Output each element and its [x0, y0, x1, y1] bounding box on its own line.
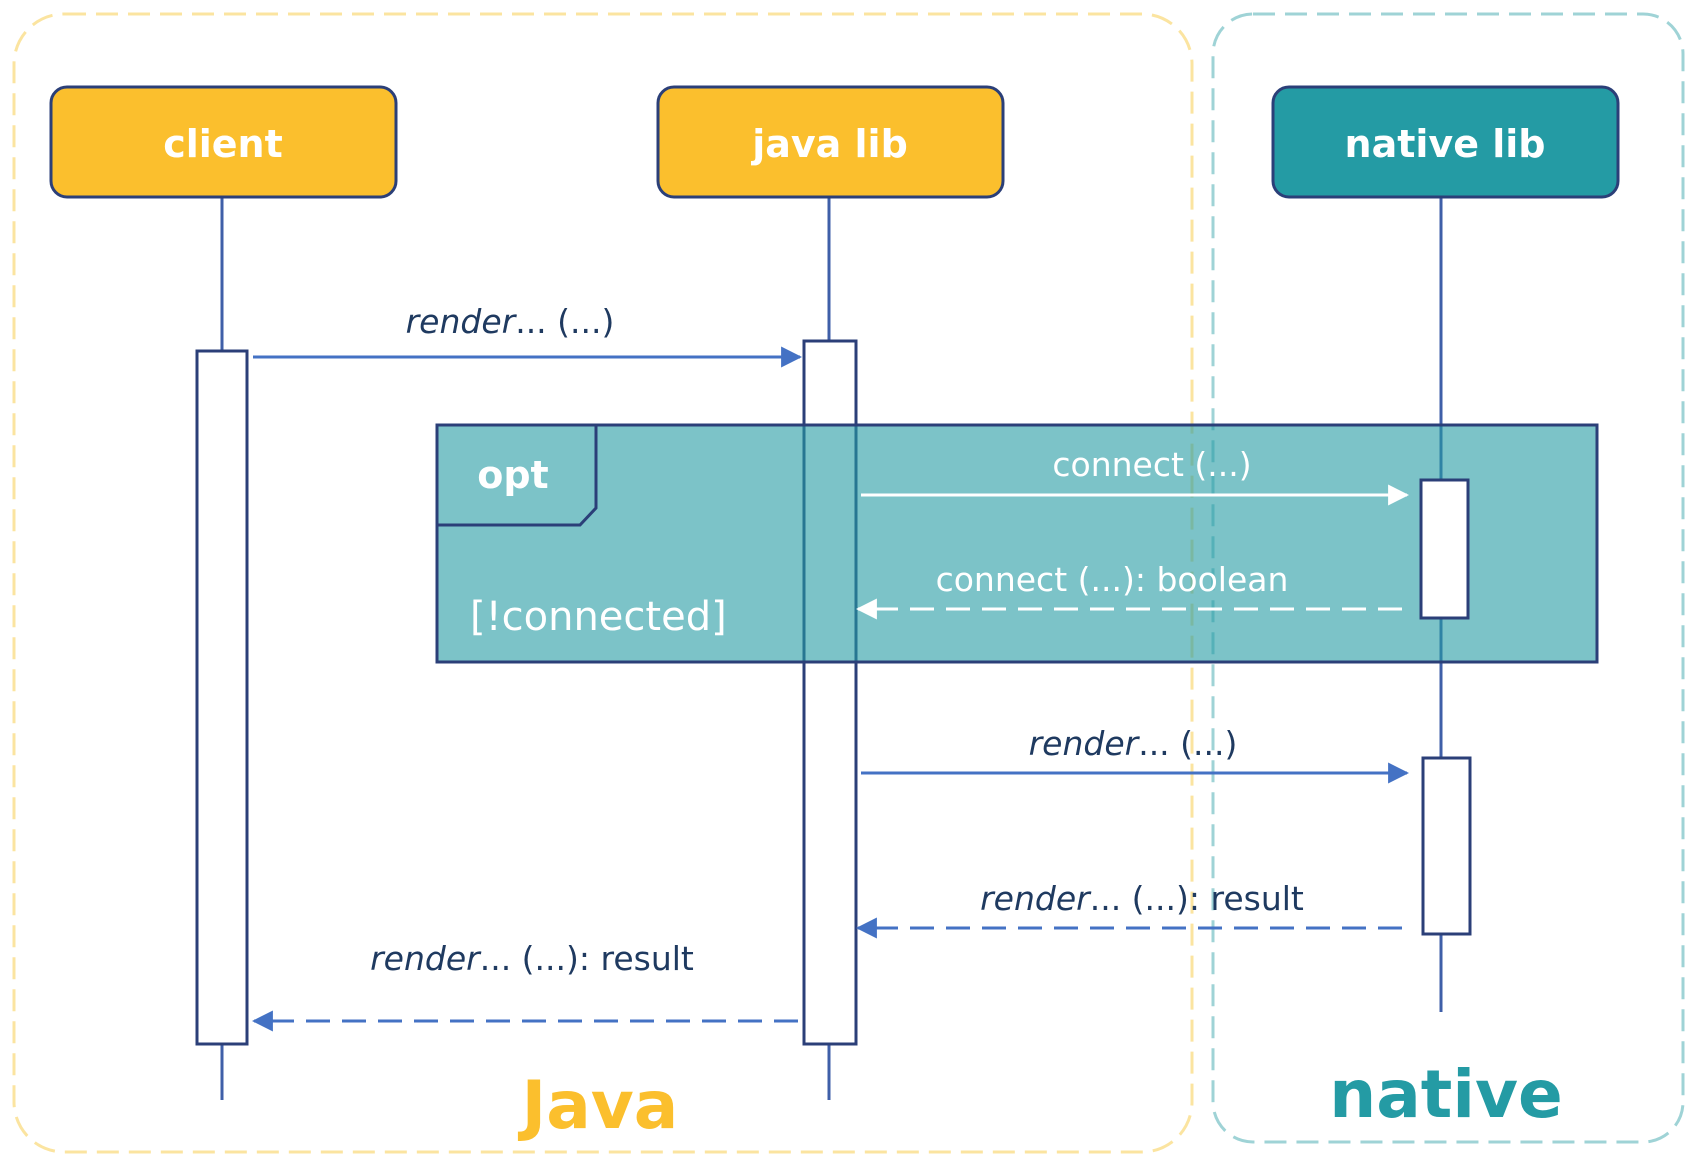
- fragment-guard: [!connected]: [470, 594, 727, 640]
- message-label-5: render... (...): result: [980, 879, 1304, 918]
- native-lib-activation-2: [1421, 756, 1472, 936]
- native-region-label: native: [1329, 1056, 1562, 1133]
- message-label-3: connect (...): boolean: [936, 560, 1289, 599]
- participant-java-lib-label: java lib: [750, 122, 908, 166]
- participant-native-lib-label: native lib: [1345, 122, 1546, 166]
- participant-java-lib: java lib: [656, 85, 1005, 199]
- native-lib-activation-1: [1419, 478, 1470, 620]
- message-label-1: render... (...): [406, 302, 615, 341]
- participant-client: client: [49, 85, 398, 199]
- participant-native-lib: native lib: [1271, 85, 1620, 199]
- client-activation: [195, 349, 249, 1046]
- java-region-label: Java: [518, 1067, 679, 1144]
- fragment-operator: opt: [477, 453, 548, 497]
- message-label-2: connect (...): [1052, 445, 1251, 484]
- message-label-4: render... (...): [1029, 724, 1238, 763]
- message-label-6: render... (...): result: [370, 939, 694, 978]
- opt-fragment: opt [!connected]: [435, 423, 1599, 664]
- participant-client-label: client: [163, 122, 283, 166]
